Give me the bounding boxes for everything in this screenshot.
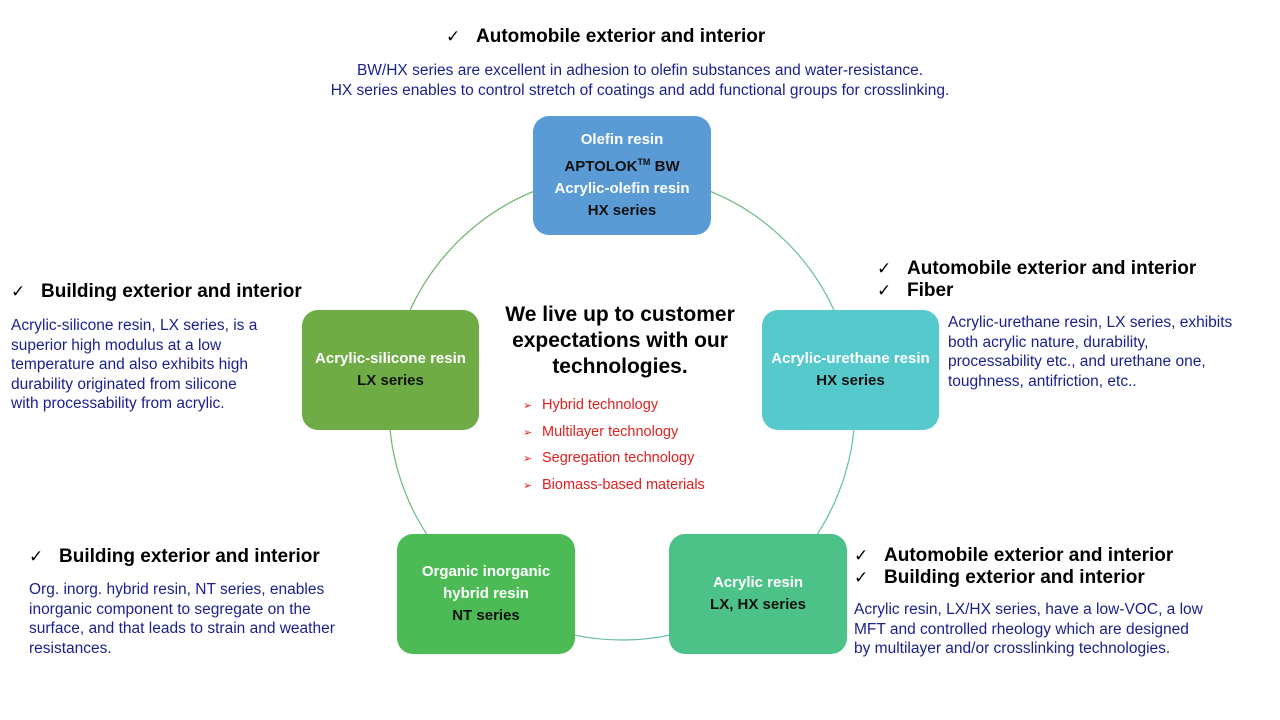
technology-item: ➢Biomass-based materials	[523, 476, 705, 493]
top-heading: ✓Automobile exterior and interior	[446, 26, 766, 47]
organic-name-line1: Organic inorganic	[421, 563, 551, 580]
top-description: BW/HX series are excellent in adhesion t…	[330, 62, 950, 99]
check-icon: ✓	[877, 259, 892, 279]
arrow-bullet-icon: ➢	[523, 478, 533, 492]
check-icon: ✓	[877, 281, 892, 301]
organic-name-line2: hybrid resin	[443, 585, 529, 602]
aptolok-brand-label: APTOLOKTM BW	[564, 157, 680, 175]
silicone-name-label: Acrylic-silicone resin	[315, 350, 466, 367]
check-icon: ✓	[11, 282, 26, 302]
bottom-right-description: Acrylic resin, LX/HX series, have a low-…	[854, 601, 1203, 657]
trademark-mark: TM	[637, 157, 651, 167]
olefin-series-label: HX series	[587, 202, 657, 219]
urethane-name-label: Acrylic-urethane resin	[771, 350, 930, 367]
urethane-series-label: HX series	[816, 372, 885, 389]
right-description: Acrylic-urethane resin, LX series, exhib…	[948, 314, 1233, 390]
bottom-right-heading-1: ✓Automobile exterior and interior	[854, 545, 1174, 566]
right-heading-2: ✓Fiber	[877, 280, 954, 301]
technology-item: ➢Segregation technology	[523, 450, 695, 466]
olefin-resin-label: Olefin resin	[580, 131, 664, 148]
right-heading-1: ✓Automobile exterior and interior	[877, 258, 1197, 279]
center-title: We live up to customer expectations with…	[505, 303, 735, 378]
bottom-left-heading: ✓Building exterior and interior	[29, 546, 320, 567]
olefin-resin-node: Olefin resin APTOLOKTM BW Acrylic-olefin…	[533, 116, 711, 235]
check-icon: ✓	[446, 27, 461, 47]
acrylic-name-label: Acrylic resin	[712, 574, 804, 591]
technology-list: ➢Hybrid technology ➢Multilayer technolog…	[523, 396, 705, 502]
check-icon: ✓	[29, 547, 44, 567]
acrylic-urethane-resin-node: Acrylic-urethane resin HX series	[762, 310, 939, 430]
arrow-bullet-icon: ➢	[523, 452, 533, 465]
technology-item: ➢Hybrid technology	[523, 397, 659, 413]
acrylic-silicone-resin-node: Acrylic-silicone resin LX series	[302, 310, 479, 430]
bottom-right-heading-2: ✓Building exterior and interior	[854, 567, 1145, 588]
bottom-left-description: Org. inorg. hybrid resin, NT series, ena…	[29, 581, 335, 657]
silicone-series-label: LX series	[357, 372, 424, 389]
acrylic-olefin-label: Acrylic-olefin resin	[554, 180, 690, 197]
organic-inorganic-resin-node: Organic inorganic hybrid resin NT series	[397, 534, 575, 654]
left-heading: ✓Building exterior and interior	[11, 281, 302, 302]
organic-series-label: NT series	[452, 607, 520, 624]
check-icon: ✓	[854, 568, 869, 588]
acrylic-resin-node: Acrylic resin LX, HX series	[669, 534, 847, 654]
acrylic-series-label: LX, HX series	[710, 596, 806, 613]
check-icon: ✓	[854, 546, 869, 566]
left-description: Acrylic-silicone resin, LX series, is a …	[11, 317, 258, 412]
technology-item: ➢Multilayer technology	[523, 423, 679, 440]
arrow-bullet-icon: ➢	[523, 425, 533, 439]
arrow-bullet-icon: ➢	[523, 399, 533, 412]
